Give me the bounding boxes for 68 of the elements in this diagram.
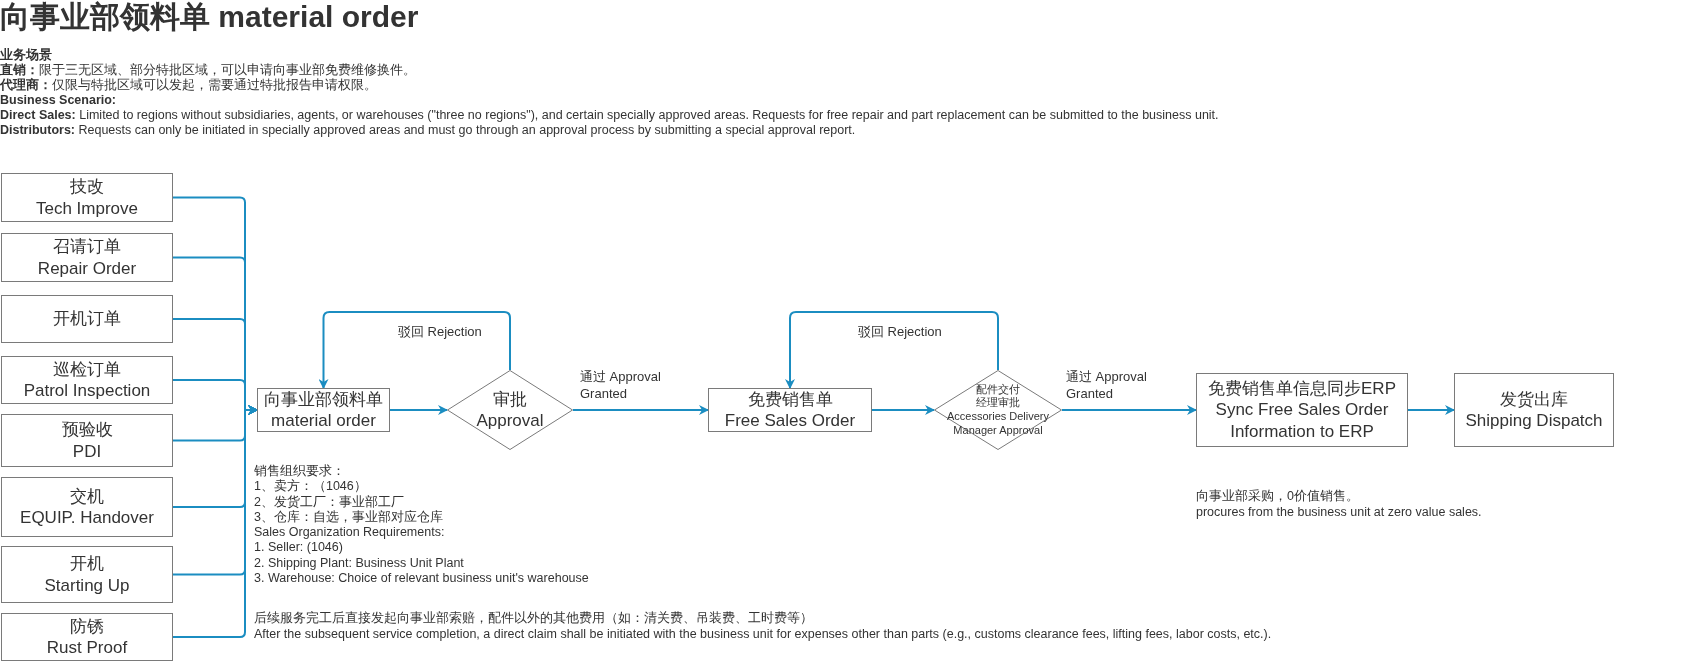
note-text: 2、发货工厂：事业部工厂 bbox=[254, 494, 405, 510]
note-text: 向事业部采购，0价值销售。 bbox=[1196, 488, 1360, 504]
connector-arrow bbox=[172, 405, 258, 638]
node-label: 开机 bbox=[70, 553, 104, 575]
process-box bbox=[1, 173, 173, 222]
node-label: 技改 bbox=[70, 176, 104, 198]
note-text: Direct Sales: Limited to regions without subsidiaries, agents, or warehouses ("three no regions"), and certain specially approved areas. Requests for free repair and part replacement can be submitted to the business unit. bbox=[0, 108, 1219, 123]
connector-arrow bbox=[785, 311, 999, 389]
node-label: Patrol Inspection bbox=[23, 380, 151, 402]
connector-arrow bbox=[1061, 405, 1197, 415]
process-box bbox=[1, 477, 173, 537]
node-label: PDI bbox=[72, 440, 102, 462]
connector-arrow bbox=[871, 405, 935, 415]
node-label: 召请订单 bbox=[53, 236, 121, 258]
node-label: 免费销售单 bbox=[747, 388, 833, 410]
node-label: 预验收 bbox=[61, 419, 113, 441]
note-text: 代理商：仅限与特批区域可以发起，需要通过特批报告申请权限。 bbox=[0, 78, 378, 93]
process-box bbox=[708, 388, 872, 432]
node-label: Rust Proof bbox=[46, 637, 128, 659]
node-label: material order bbox=[271, 410, 376, 432]
process-box bbox=[1, 356, 173, 404]
note-text: Sales Organization Requirements: bbox=[254, 525, 446, 541]
note-text: 3、仓库：自选，事业部对应仓库 bbox=[254, 509, 444, 526]
node-label: Starting Up bbox=[44, 574, 130, 596]
node-label: 向事业部领料单 bbox=[264, 388, 383, 410]
node-label: Sync Free Sales Order Information to ERP bbox=[1214, 399, 1390, 442]
process-box bbox=[1, 295, 173, 343]
connector-arrow bbox=[318, 311, 511, 389]
note-text: procures from the business unit at zero value sales. bbox=[1196, 504, 1482, 520]
diagram-title: 向事业部领料单 material order bbox=[0, 0, 419, 35]
decision-diamond bbox=[447, 370, 573, 450]
connector-arrow bbox=[1407, 405, 1455, 415]
decision-diamond bbox=[934, 370, 1062, 450]
note-text: Distributors: Requests can only be initiated in specially approved areas and must go through an approval process by submitting a special approval report. bbox=[0, 123, 857, 138]
node-label: 审批 bbox=[493, 388, 527, 410]
process-box bbox=[1, 414, 173, 467]
process-box bbox=[257, 388, 390, 432]
node-label: 防锈 bbox=[70, 615, 104, 637]
note-text: 1. Seller: (1046) bbox=[254, 540, 344, 556]
note-text: 销售组织要求： bbox=[254, 464, 346, 479]
node-label: 发货出库 bbox=[1500, 388, 1568, 410]
node-label: 配件交付经理审批 bbox=[975, 382, 1021, 410]
node-label: Approval bbox=[476, 410, 544, 432]
note-text: 1、卖方：（1046） bbox=[254, 479, 368, 495]
connector-arrow bbox=[389, 405, 448, 415]
process-box bbox=[1196, 373, 1408, 447]
process-box bbox=[1, 233, 173, 282]
node-label: 巡检订单 bbox=[53, 358, 121, 380]
note-text: 直销：限于三无区域、部分特批区域，可以申请向事业部免费维修换件。 bbox=[0, 63, 417, 78]
node-label: Shipping Dispatch bbox=[1465, 410, 1603, 432]
node-label: Free Sales Order bbox=[724, 410, 856, 432]
node-label: Tech Improve bbox=[35, 197, 138, 219]
note-text: Business Scenario: bbox=[0, 93, 117, 108]
process-box bbox=[1, 613, 173, 661]
connector-arrow bbox=[572, 405, 709, 415]
node-label: EQUIP. Handover bbox=[20, 507, 154, 529]
process-box bbox=[1, 546, 173, 603]
note-text: 2. Shipping Plant: Business Unit Plant bbox=[254, 555, 465, 572]
node-label: 交机 bbox=[70, 485, 104, 507]
note-text: 业务场景 bbox=[0, 48, 53, 63]
node-label: Accessories Delivery Manager Approval bbox=[945, 410, 1051, 438]
node-label: 免费销售单信息同步ERP bbox=[1208, 378, 1396, 400]
note-text: 3. Warehouse: Choice of relevant business unit's warehouse bbox=[254, 571, 589, 587]
process-box bbox=[1454, 373, 1614, 447]
node-label: 开机订单 bbox=[53, 308, 121, 330]
node-label: Repair Order bbox=[37, 257, 137, 279]
note-text: 后续服务完工后直接发起向事业部索赔，配件以外的其他费用（如：清关费、吊装费、工时费等） bbox=[254, 610, 814, 626]
note-text: After the subsequent service completion, a direct claim shall be initiated with the business unit for expenses other than parts (e.g., customs clearance fees, lifting fees, labor costs, etc.). bbox=[254, 626, 1272, 642]
